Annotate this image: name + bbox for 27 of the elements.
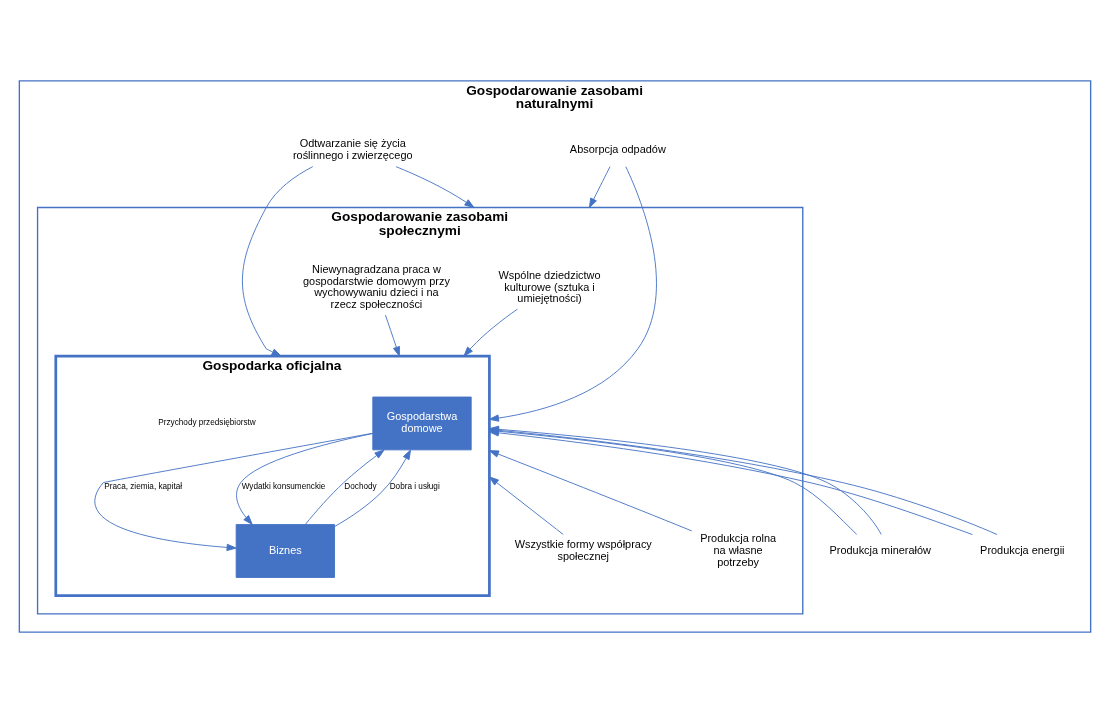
node-text: Niewynagradzana praca w gospodarstwie domowym przy wychowywaniu dzieci i na rzecz społeczności	[303, 262, 450, 311]
label: Przychody przedsiębiorstw	[158, 418, 256, 428]
node-text: Wspólne dziedzictwo kulturowe (sztuka i umiejętności)	[498, 268, 601, 305]
arrow	[588, 166, 611, 208]
edge-label: Wydatki konsumenckie	[241, 482, 326, 492]
arrow	[488, 450, 693, 532]
node-text: Absorpcja odpadów	[569, 142, 666, 155]
arrow	[241, 166, 314, 357]
arrow	[463, 308, 518, 357]
arrow	[488, 476, 564, 535]
node-text: Wszystkie formy współpracy społecznej	[514, 537, 652, 562]
node-text: Odtwarzanie się życia roślinnego i zwierzęcego	[292, 137, 413, 161]
arrow	[304, 449, 385, 526]
arrow	[385, 314, 400, 357]
arrow	[395, 166, 475, 208]
arrow	[488, 166, 657, 422]
edge-label: Dochody	[344, 482, 377, 492]
node-box: Gospodarstwa domowe	[372, 396, 472, 451]
arrow	[94, 432, 374, 552]
node-text: Produkcja rolna na własne potrzeby	[700, 531, 777, 568]
arrow	[334, 449, 411, 528]
edge-label: Praca, ziemia, kapitał	[104, 482, 183, 492]
arrow	[236, 433, 373, 525]
node-box: Biznes	[235, 524, 335, 578]
node-text: Produkcja energii	[980, 543, 1065, 556]
node-text: Produkcja minerałów	[829, 543, 931, 556]
edge-label: Dobra i usługi	[389, 482, 440, 492]
